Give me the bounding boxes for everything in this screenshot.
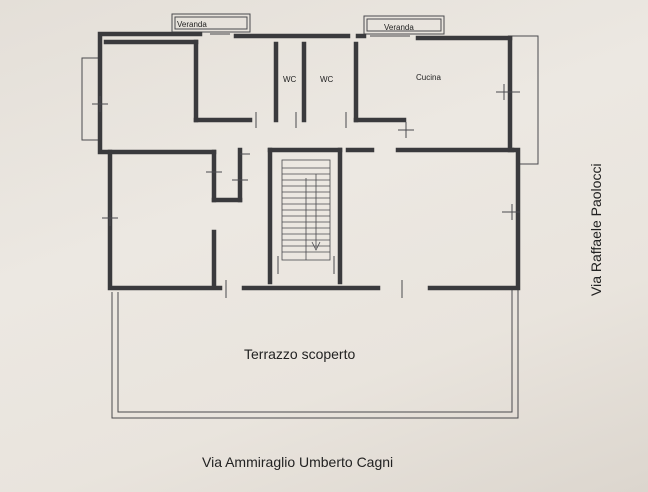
opening-marks: [92, 33, 520, 298]
veranda-right: [363, 15, 445, 35]
label-veranda-left: Veranda: [177, 20, 207, 29]
terrace-outline: [111, 290, 519, 419]
label-veranda-right: Veranda: [384, 23, 414, 32]
label-kitchen: Cucina: [416, 73, 441, 82]
label-terrace: Terrazzo scoperto: [244, 346, 355, 362]
balcony-right: [508, 35, 539, 165]
staircase: [277, 159, 335, 274]
balcony-left: [81, 57, 100, 141]
exterior-walls: [97, 31, 521, 291]
label-street-bottom: Via Ammiraglio Umberto Cagni: [202, 454, 393, 470]
label-wc-1: WC: [283, 75, 297, 84]
label-wc-2: WC: [320, 75, 334, 84]
veranda-left: [171, 13, 251, 33]
interior-walls: [103, 39, 515, 289]
label-street-right: Via Raffaele Paolocci: [588, 163, 604, 296]
